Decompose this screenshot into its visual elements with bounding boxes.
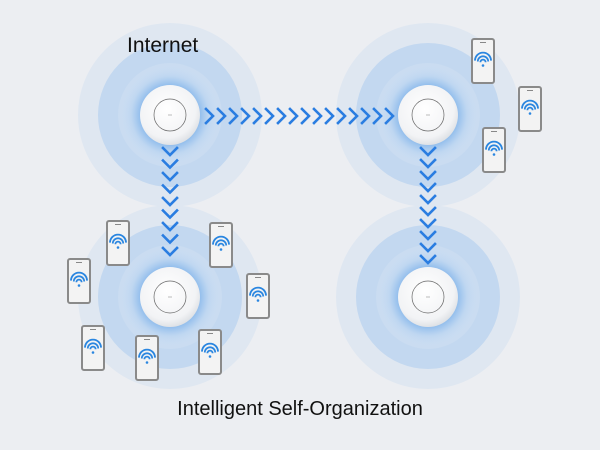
client-phone	[106, 220, 130, 266]
client-phone	[471, 38, 495, 84]
client-phone	[482, 127, 506, 173]
chevron-down-icon	[419, 242, 437, 253]
chevron-right-icon	[384, 107, 395, 125]
chevron-down-icon	[161, 208, 179, 220]
chevron-down-icon	[419, 254, 437, 265]
wifi-icon	[84, 338, 102, 354]
wifi-icon	[138, 348, 156, 364]
chevron-down-icon	[161, 221, 179, 232]
chevron-right-icon	[276, 107, 287, 125]
chevron-down-icon	[161, 146, 179, 157]
ap-internet-access-point	[140, 85, 200, 145]
chevron-right-icon	[264, 107, 275, 125]
chevron-right-icon	[252, 107, 263, 125]
chevron-down-icon	[419, 158, 437, 169]
chevron-right-icon	[300, 107, 311, 125]
chevron-right-icon	[336, 107, 347, 125]
wifi-icon	[249, 286, 267, 302]
client-phone	[518, 86, 542, 132]
client-phone	[67, 258, 91, 304]
client-phone	[198, 329, 222, 375]
client-phone	[209, 222, 233, 268]
ap-bottom-right-access-point	[398, 267, 458, 327]
chevron-down-icon	[419, 146, 437, 157]
chevron-down-icon	[419, 218, 437, 229]
client-phone	[246, 273, 270, 319]
chevron-right-icon	[240, 107, 251, 125]
wifi-icon	[485, 140, 503, 156]
chevron-down-icon	[161, 246, 179, 257]
chevron-right-icon	[372, 107, 383, 125]
wifi-icon	[212, 235, 230, 251]
wifi-icon	[521, 99, 539, 115]
chevron-right-icon	[312, 107, 323, 125]
chevron-down-icon	[161, 158, 179, 170]
chevron-down-icon	[419, 230, 437, 241]
wifi-icon	[201, 342, 219, 358]
chevron-right-icon	[228, 107, 239, 125]
chevron-down-icon	[161, 196, 179, 207]
client-phone	[81, 325, 105, 371]
chevron-down-icon	[161, 233, 179, 245]
chevron-down-icon	[419, 182, 437, 193]
ap-top-right-access-point	[398, 85, 458, 145]
chevron-right-icon	[204, 107, 215, 125]
wifi-icon	[109, 233, 127, 249]
ap-bottom-left-access-point	[140, 267, 200, 327]
chevron-down-icon	[161, 183, 179, 195]
internet-label: Internet	[127, 34, 199, 57]
chevron-right-icon	[360, 107, 371, 125]
chevron-right-icon	[288, 107, 299, 125]
client-phone	[135, 335, 159, 381]
wifi-icon	[474, 51, 492, 67]
chevron-right-icon	[348, 107, 359, 125]
diagram-caption: Intelligent Self-Organization	[177, 398, 423, 420]
chevron-down-icon	[161, 171, 179, 182]
wifi-icon	[70, 271, 88, 287]
chevron-down-icon	[419, 194, 437, 205]
chevron-right-icon	[216, 107, 227, 125]
chevron-down-icon	[419, 170, 437, 181]
chevron-down-icon	[419, 206, 437, 217]
chevron-right-icon	[324, 107, 335, 125]
